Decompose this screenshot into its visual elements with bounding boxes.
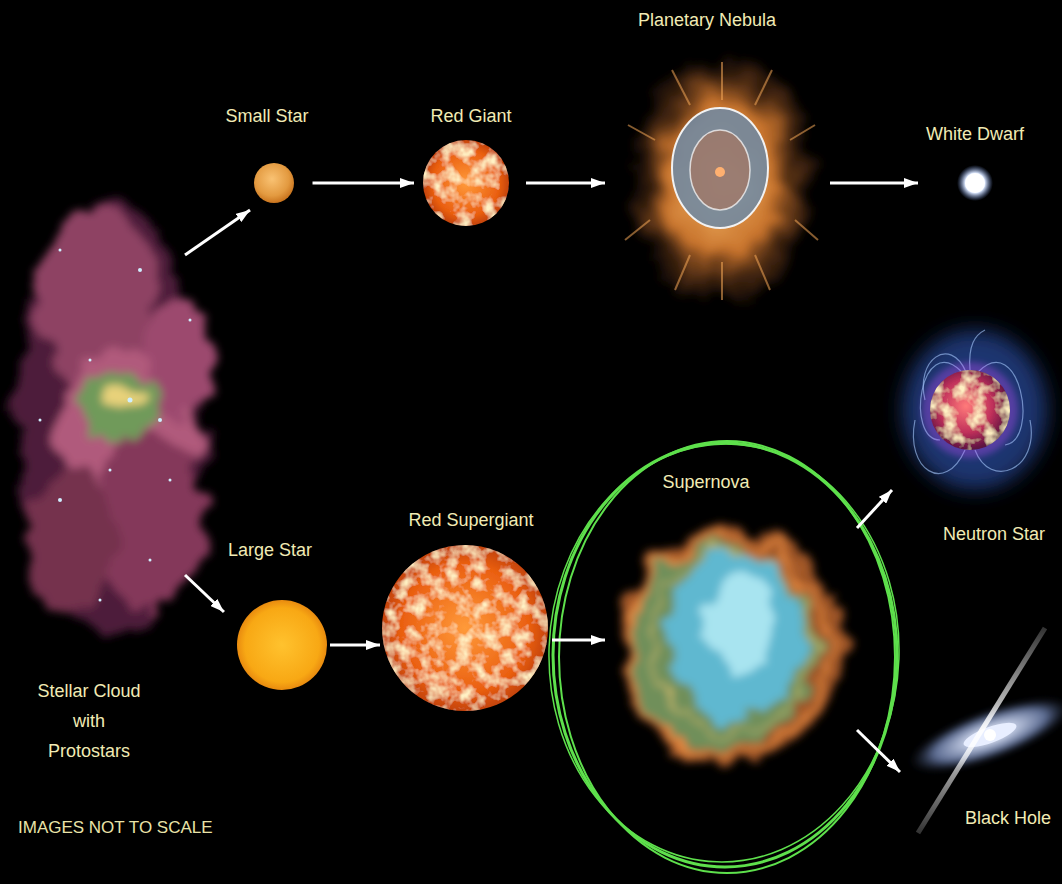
cloud-body — [15, 205, 205, 635]
stellar-cloud-image — [15, 205, 215, 635]
small-star-image — [254, 163, 294, 203]
nebula-core — [715, 167, 725, 177]
stage-node: Black Hole — [900, 622, 1056, 834]
highlight-stroke — [542, 438, 906, 868]
stage-node: Red Giant — [414, 104, 526, 230]
supernova-shell — [618, 527, 842, 763]
nebula-shell — [672, 108, 768, 228]
stage-node: Stellar Cloud with Protostars — [10, 180, 185, 769]
flow-arrow — [526, 182, 605, 185]
supernova-filament — [652, 548, 812, 732]
supernova-filament — [628, 537, 828, 753]
note-label: IMAGES NOT TO SCALE — [18, 818, 213, 838]
supernova-image — [618, 527, 842, 763]
stage-label: Red Supergiant — [408, 510, 533, 531]
stage-node: Planetary Nebula — [605, 8, 830, 314]
stage-label: Black Hole — [965, 808, 1051, 829]
protostars — [39, 249, 192, 602]
flow-arrow — [552, 639, 605, 642]
flow-arrow — [185, 575, 224, 612]
stage-label: Small Star — [225, 106, 308, 127]
white-dwarf-glow — [957, 165, 993, 201]
stage-label: Neutron Star — [943, 524, 1045, 545]
neutron-glow — [903, 330, 1047, 490]
stage-node: Small Star — [221, 104, 312, 210]
red-giant-image — [423, 140, 509, 226]
red-supergiant-image — [382, 545, 548, 711]
neutron-halo — [922, 362, 1018, 458]
black-hole-center — [984, 729, 996, 741]
highlight-ellipse — [542, 438, 906, 873]
field-lines — [913, 330, 1031, 473]
flow-arrow — [313, 182, 414, 185]
stage-node: Red Supergiant — [380, 506, 552, 713]
stage-node: White Dwarf — [918, 120, 1036, 198]
nebula-rays — [625, 62, 818, 300]
stage-label: Large Star — [228, 540, 312, 561]
flow-arrow — [330, 644, 380, 647]
neutron-sphere — [930, 370, 1010, 450]
cloud-core — [78, 369, 162, 441]
supernova-core — [702, 577, 778, 673]
nebula-halo — [630, 58, 814, 302]
stage-label: Red Giant — [430, 106, 511, 127]
stage-node: Large Star — [224, 538, 330, 693]
stage-label: White Dwarf — [926, 124, 1024, 145]
flow-arrow — [857, 730, 900, 772]
stage-node: Supernova — [605, 468, 857, 786]
cloud-core — [105, 383, 145, 413]
highlight-stroke — [559, 441, 895, 873]
cloud-part — [25, 470, 115, 610]
black-hole-image — [902, 628, 1062, 833]
planetary-nebula-image — [625, 58, 818, 302]
neutron-star-image — [903, 330, 1047, 490]
flow-arrow — [830, 182, 918, 185]
flow-arrow — [185, 210, 250, 255]
white-dwarf-image — [965, 173, 985, 193]
accretion-disk — [902, 683, 1062, 786]
stage-label: Supernova — [662, 472, 749, 493]
flow-arrow — [857, 490, 892, 528]
stage-label: Stellar Cloud with Protostars — [33, 676, 145, 766]
stage-node: Neutron Star — [892, 318, 1054, 550]
nebula-inner-shell — [690, 130, 750, 210]
stage-label: Planetary Nebula — [638, 10, 776, 31]
large-star-image — [237, 600, 327, 690]
jet — [918, 628, 1045, 833]
supernova-core — [665, 550, 805, 720]
